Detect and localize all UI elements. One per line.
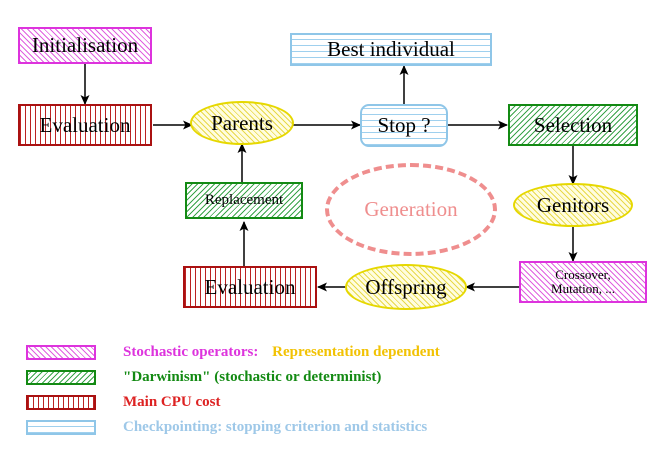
legend-row-checkpointing: Checkpointing: stopping criterion and st…	[0, 415, 662, 440]
node-evaluation-bottom-label: Evaluation	[204, 274, 296, 299]
node-selection-label: Selection	[533, 112, 613, 137]
legend-row-stochastic-operators: Stochastic operators: Representation dep…	[0, 340, 662, 365]
node-parents[interactable]: Parents	[190, 101, 294, 145]
node-generation-cycle: Generation	[325, 163, 497, 256]
legend-label-main-cpu-cost: Main CPU cost	[123, 394, 221, 410]
legend-label-checkpointing: Checkpointing: stopping criterion and st…	[123, 419, 428, 435]
node-offspring[interactable]: Offspring	[345, 264, 467, 310]
node-replacement[interactable]: Replacement	[185, 182, 303, 219]
legend-text-stochastic-operators: Stochastic operators:	[123, 344, 259, 360]
node-evaluation-top-label: Evaluation	[39, 112, 131, 137]
node-evaluation-top[interactable]: Evaluation	[18, 104, 152, 146]
node-genitors[interactable]: Genitors	[513, 183, 633, 227]
node-offspring-label: Offspring	[365, 274, 447, 299]
legend-label-stochastic-operators: Stochastic operators: Representation dep…	[123, 344, 440, 361]
legend-row-darwinism: "Darwinism" (stochastic or determinist)	[0, 365, 662, 390]
legend-row-main-cpu-cost: Main CPU cost	[0, 390, 662, 415]
node-stop[interactable]: Stop ?	[360, 104, 448, 147]
node-genitors-label: Genitors	[536, 192, 610, 217]
legend-text-representation-dependent: Representation dependent	[272, 344, 440, 360]
legend-swatch-red-vertical-hatch-icon	[26, 395, 96, 410]
node-initialisation-label: Initialisation	[31, 33, 139, 58]
node-stop-label: Stop ?	[377, 113, 431, 138]
node-evaluation-bottom[interactable]: Evaluation	[183, 266, 317, 308]
node-crossover-label-line1: Crossover,	[555, 267, 611, 283]
node-generation-label: Generation	[364, 197, 458, 221]
node-selection[interactable]: Selection	[508, 104, 638, 146]
legend-swatch-green-diagonal-hatch-icon	[26, 370, 96, 385]
node-crossover-label-line2: Mutation, ...	[551, 281, 615, 296]
legend: Stochastic operators: Representation dep…	[0, 340, 662, 440]
legend-swatch-blue-horizontal-hatch-icon	[26, 420, 96, 435]
node-best-individual[interactable]: Best individual	[290, 33, 492, 66]
node-replacement-label: Replacement	[204, 191, 284, 208]
legend-swatch-magenta-diagonal-hatch-icon	[26, 345, 96, 360]
node-best-individual-label: Best individual	[327, 37, 455, 62]
node-parents-label: Parents	[211, 110, 273, 135]
legend-label-darwinism: "Darwinism" (stochastic or determinist)	[123, 369, 382, 385]
node-crossover-mutation[interactable]: Crossover, Mutation, ...	[519, 261, 647, 303]
node-initialisation[interactable]: Initialisation	[18, 27, 152, 64]
